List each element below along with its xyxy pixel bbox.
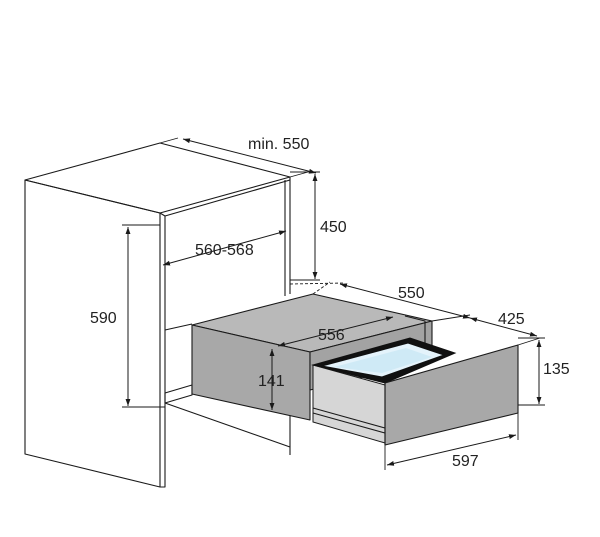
cabinet-top-panel bbox=[24, 142, 291, 214]
label-cabinet-depth: min. 550 bbox=[248, 136, 309, 153]
label-appliance-depth: 550 bbox=[398, 285, 425, 302]
dim-drawer-pullout: 425 bbox=[469, 311, 541, 346]
label-upper-clearance: 450 bbox=[320, 219, 347, 236]
label-drawer-pullout: 425 bbox=[498, 311, 525, 328]
label-body-height: 141 bbox=[258, 373, 285, 390]
label-appliance-width: 556 bbox=[318, 327, 345, 344]
cabinet-top-underside bbox=[164, 179, 291, 217]
dim-appliance-depth: 550 bbox=[289, 281, 471, 322]
drawer-rail-line-1 bbox=[312, 407, 386, 429]
dim-inner-width: 560-568 bbox=[162, 230, 287, 266]
dim-front-height: 135 bbox=[518, 337, 570, 406]
cabinet-lower-shelf bbox=[164, 384, 193, 404]
cabinet-top-edge bbox=[159, 212, 166, 488]
drawer-glass-inner bbox=[334, 348, 432, 373]
label-inner-width: 560-568 bbox=[195, 242, 254, 259]
label-niche-height: 590 bbox=[90, 310, 117, 327]
dim-niche-height: 590 bbox=[90, 224, 165, 408]
cabinet-base bbox=[164, 402, 291, 455]
cabinet-niche-floor-line bbox=[164, 323, 193, 331]
appliance-front-face bbox=[191, 324, 311, 421]
dim-appliance-width: 556 bbox=[277, 316, 394, 347]
drawer bbox=[311, 337, 519, 446]
dim-body-height: 141 bbox=[258, 349, 285, 410]
label-front-height: 135 bbox=[543, 361, 570, 378]
cabinet-left-panel bbox=[24, 179, 161, 488]
label-front-width: 597 bbox=[452, 453, 479, 470]
dim-front-width: 597 bbox=[384, 413, 519, 470]
dim-upper-clearance: 450 bbox=[290, 171, 347, 281]
drawer-rail-line-2 bbox=[312, 412, 386, 434]
dim-cabinet-depth: min. 550 bbox=[159, 136, 317, 178]
